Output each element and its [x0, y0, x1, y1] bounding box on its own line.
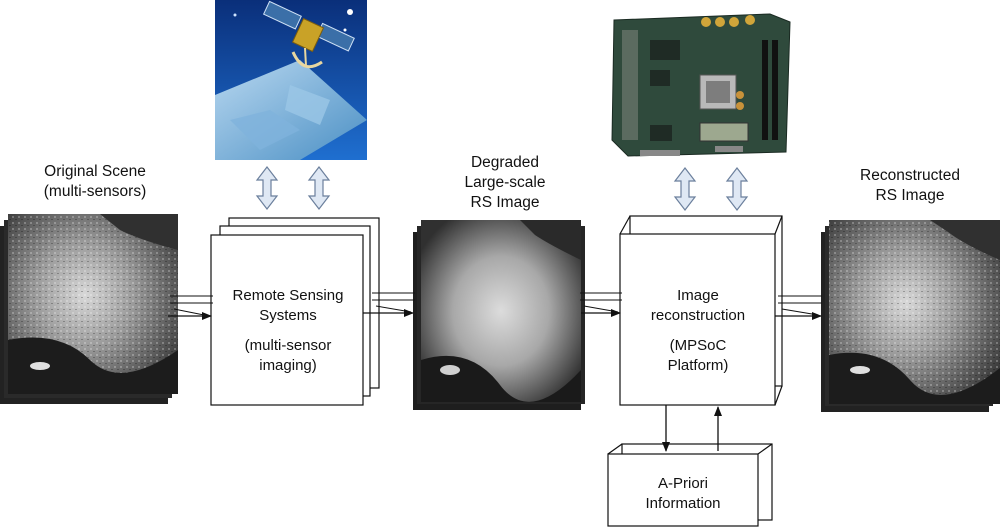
reconstructed-image: [829, 220, 1000, 404]
remote-sensing-block[interactable]: Remote Sensing Systems (multi-sensor ima…: [213, 286, 363, 376]
satellite-icon: [262, 0, 355, 69]
original-scene-image: [8, 214, 178, 394]
degraded-label-line3: RS Image: [470, 194, 540, 211]
degraded-label-line1: Degraded: [470, 154, 540, 171]
degraded-image: [421, 220, 581, 402]
double-arrow-board-right: [725, 167, 749, 211]
degraded-label-line2: Large-scale: [464, 174, 546, 191]
remote-sensing-block-frames: [210, 217, 380, 406]
a-priori-line2: Information: [645, 495, 721, 512]
reconstructed-label-line2: RS Image: [875, 187, 945, 204]
degraded-image-stack: [413, 220, 585, 410]
double-arrow-satellite-right: [307, 166, 331, 210]
original-scene-stack: [0, 214, 178, 404]
image-reconstruction-title-line2: reconstruction: [650, 307, 746, 324]
reconstructed-image-stack: [821, 220, 1000, 412]
remote-sensing-sub-line1: (multi-sensor: [244, 337, 332, 354]
arrow-scene-to-sensing: [168, 295, 213, 320]
arrow-degraded-to-reconstruction: [580, 292, 622, 317]
degraded-image-label: Degraded Large-scale RS Image: [440, 153, 570, 213]
satellite-illustration: [215, 0, 367, 160]
original-scene-label: Original Scene (multi-sensors): [20, 162, 170, 202]
original-scene-label-line1: Original Scene: [44, 163, 146, 180]
a-priori-line1: A-Priori: [657, 475, 708, 492]
arrow-reconstruction-to-output: [775, 295, 822, 320]
double-arrow-satellite-left: [255, 166, 279, 210]
remote-sensing-sub-line2: imaging): [259, 357, 317, 374]
image-reconstruction-title-line1: Image: [677, 287, 719, 304]
remote-sensing-title-line2: Systems: [259, 307, 317, 324]
a-priori-block-frames: [607, 443, 773, 527]
fpga-development-board: [611, 13, 791, 157]
double-arrow-board-left: [673, 167, 697, 211]
a-priori-block[interactable]: A-Priori Information: [608, 474, 758, 514]
image-reconstruction-block-frame: [619, 215, 783, 406]
remote-sensing-title-line1: Remote Sensing: [232, 287, 344, 304]
image-reconstruction-sub-line1: (MPSoC: [669, 337, 727, 354]
original-scene-label-line2: (multi-sensors): [43, 183, 147, 200]
reconstructed-image-label: Reconstructed RS Image: [840, 166, 980, 206]
image-reconstruction-sub-line2: Platform): [667, 357, 729, 374]
image-reconstruction-block[interactable]: Image reconstruction (MPSoC Platform): [622, 286, 774, 376]
reconstructed-label-line1: Reconstructed: [860, 167, 960, 184]
arrow-sensing-to-degraded: [363, 292, 415, 317]
